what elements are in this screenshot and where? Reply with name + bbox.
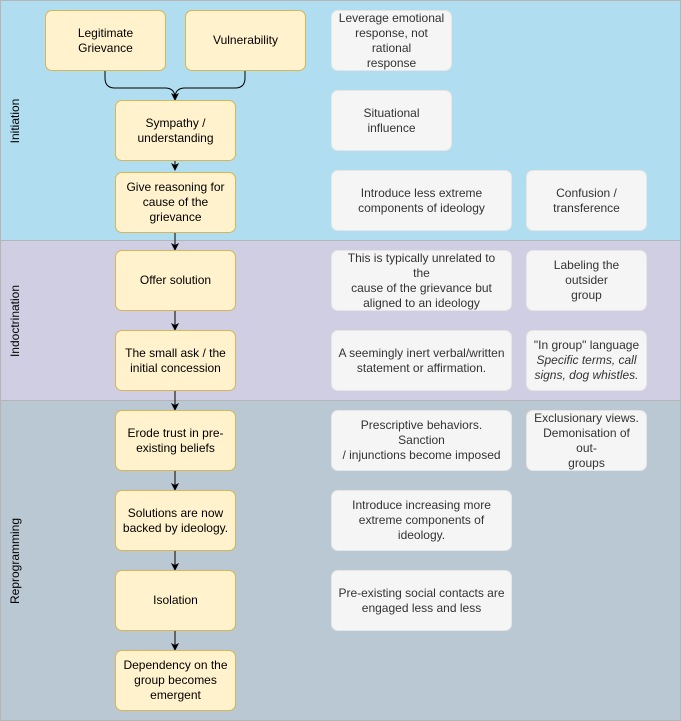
note-prescriptive: Prescriptive behaviors. Sanction / injun… bbox=[331, 410, 512, 471]
note-text: Exclusionary views. Demonisation of out-… bbox=[534, 410, 639, 470]
note-text: Pre-existing social contacts are engaged… bbox=[338, 585, 505, 615]
note-text: Introduce increasing more extreme compon… bbox=[352, 498, 491, 542]
note-text: A seemingly inert verbal/written stateme… bbox=[338, 345, 505, 375]
note-situational: Situational influence bbox=[331, 90, 452, 151]
swimlane-label-reprogramming: Reprogramming bbox=[8, 517, 22, 605]
step-label: Isolation bbox=[153, 593, 198, 607]
step-erode-trust: Erode trust in pre- existing beliefs bbox=[115, 410, 236, 471]
step-label: Dependency on the group becomes emergent bbox=[123, 658, 228, 702]
note-in-group: "In group" language Specific terms, call… bbox=[526, 330, 647, 391]
step-isolation: Isolation bbox=[115, 570, 236, 631]
note-text: Leverage emotional response, not rationa… bbox=[338, 10, 445, 70]
step-legitimate-grievance: Legitimate Grievance bbox=[45, 10, 166, 71]
step-solutions-backed: Solutions are now backed by ideology. bbox=[115, 490, 236, 551]
note-text: Labeling the outsider group bbox=[553, 258, 620, 302]
swimlane-label-initiation: Initiation bbox=[8, 98, 22, 144]
note-text: Situational influence bbox=[363, 105, 420, 135]
note-inert: A seemingly inert verbal/written stateme… bbox=[331, 330, 512, 391]
step-small-ask: The small ask / the initial concession bbox=[115, 330, 236, 391]
note-increasing: Introduce increasing more extreme compon… bbox=[331, 490, 512, 551]
step-label: Solutions are now backed by ideology. bbox=[122, 505, 229, 535]
note-text: Confusion / transference bbox=[553, 185, 620, 215]
note-text: Introduce less extreme components of ide… bbox=[358, 185, 485, 215]
step-sympathy: Sympathy / understanding bbox=[115, 100, 236, 161]
step-label: Legitimate Grievance bbox=[77, 25, 134, 55]
step-vulnerability: Vulnerability bbox=[185, 10, 306, 71]
swimlane-label-indoctrination: Indoctrination bbox=[8, 284, 22, 358]
note-exclusionary: Exclusionary views. Demonisation of out-… bbox=[526, 410, 647, 471]
step-label: Offer solution bbox=[139, 273, 212, 287]
note-text-italic: Specific terms, call signs, dog whistles… bbox=[534, 353, 639, 382]
step-label: Vulnerability bbox=[213, 33, 278, 47]
note-text: This is typically unrelated to the cause… bbox=[347, 250, 496, 310]
note-leverage: Leverage emotional response, not rationa… bbox=[331, 10, 452, 71]
step-give-reasoning: Give reasoning for cause of the grievanc… bbox=[115, 172, 236, 233]
step-label: Sympathy / understanding bbox=[137, 115, 214, 145]
note-unrelated: This is typically unrelated to the cause… bbox=[331, 250, 512, 311]
step-label: Erode trust in pre- existing beliefs bbox=[127, 425, 224, 455]
note-introduce-less: Introduce less extreme components of ide… bbox=[331, 170, 512, 231]
note-text: "In group" language bbox=[533, 338, 640, 352]
step-label: The small ask / the initial concession bbox=[125, 345, 226, 375]
note-text: Prescriptive behaviors. Sanction / injun… bbox=[342, 418, 501, 462]
step-dependency: Dependency on the group becomes emergent bbox=[115, 650, 236, 711]
note-pre-existing: Pre-existing social contacts are engaged… bbox=[331, 570, 512, 631]
note-labeling: Labeling the outsider group bbox=[526, 250, 647, 311]
step-label: Give reasoning for cause of the grievanc… bbox=[126, 180, 225, 224]
note-confusion: Confusion / transference bbox=[526, 170, 647, 231]
step-offer-solution: Offer solution bbox=[115, 250, 236, 311]
